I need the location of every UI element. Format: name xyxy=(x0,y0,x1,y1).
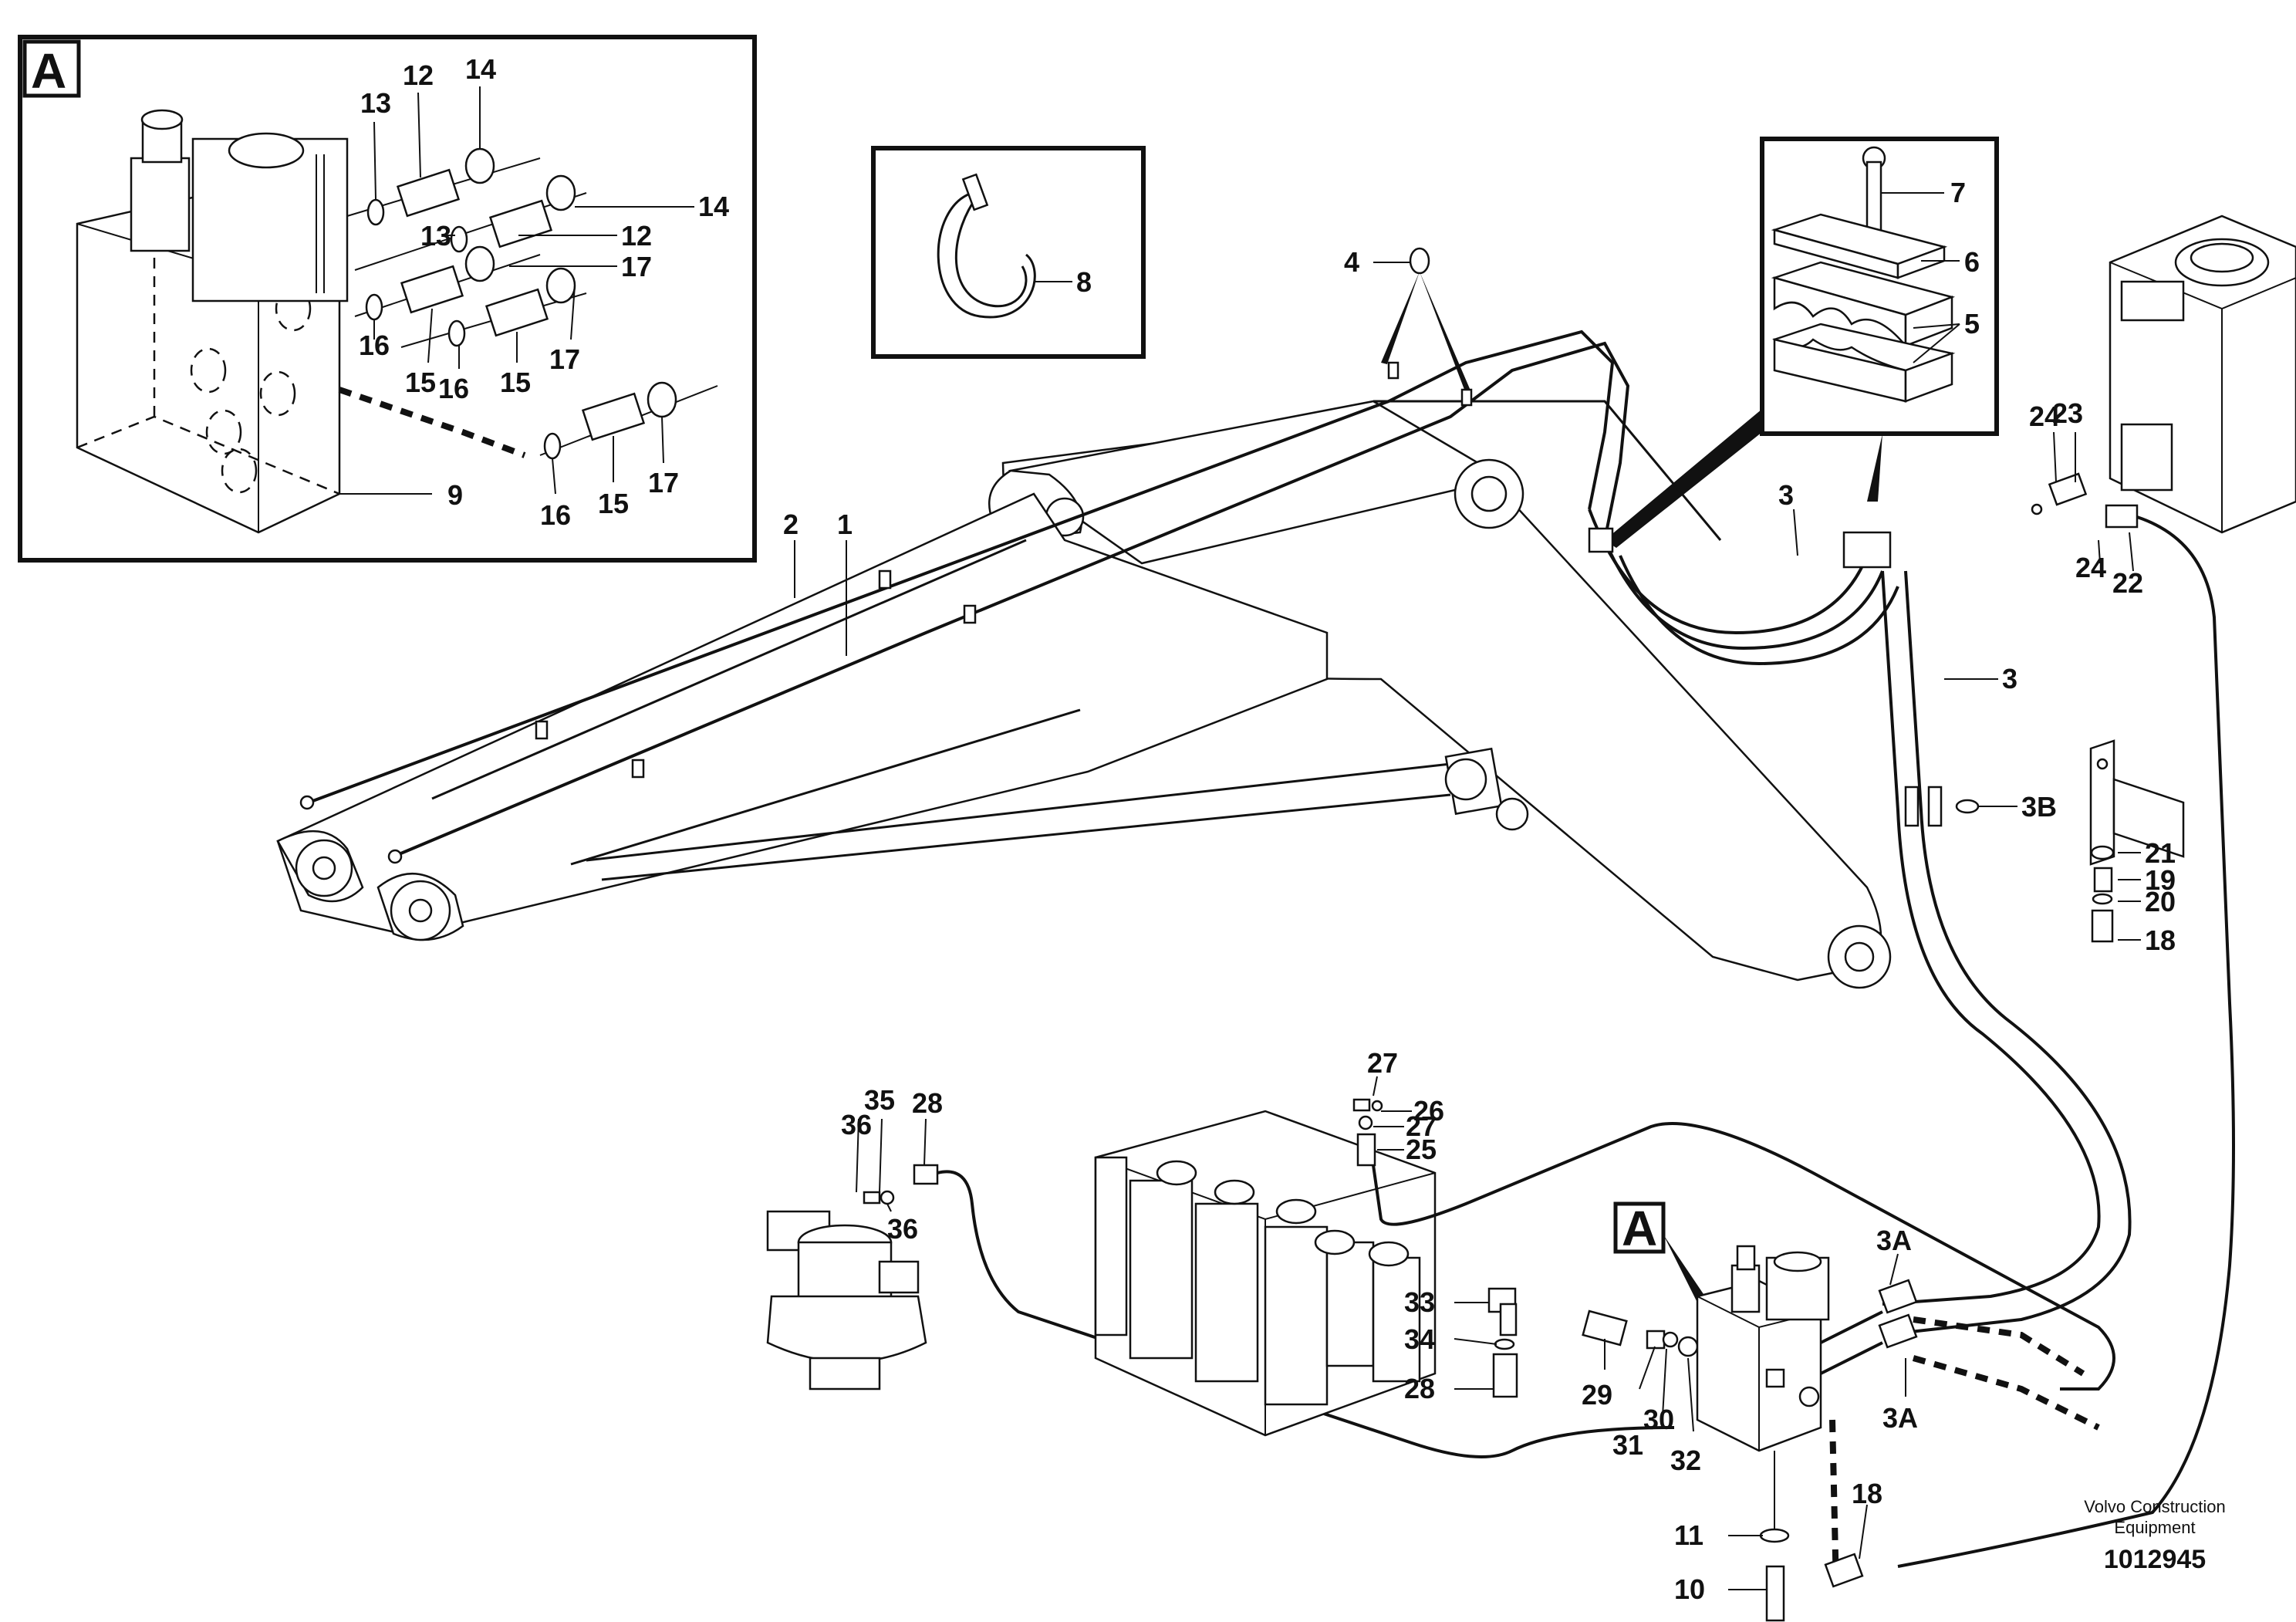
fittings-detail xyxy=(338,147,718,460)
callout-11: 11 xyxy=(1674,1519,1703,1551)
callout-18: 18 xyxy=(1852,1478,1882,1509)
detail-a-inset: A xyxy=(18,35,757,563)
callout-14: 14 xyxy=(465,53,496,85)
callout-22: 22 xyxy=(2112,567,2143,599)
callout-21: 21 xyxy=(2145,837,2176,869)
clamp-inset: 7 6 5 xyxy=(1605,137,1999,548)
callout-1: 1 xyxy=(837,509,853,540)
callout-31: 31 xyxy=(1612,1429,1643,1461)
callout-6: 6 xyxy=(1964,246,1980,278)
callout-15: 15 xyxy=(405,367,436,398)
callout-33: 33 xyxy=(1404,1286,1435,1318)
boom-arm-assembly xyxy=(276,400,1892,989)
callout-17: 17 xyxy=(621,251,652,282)
callout-28: 28 xyxy=(1404,1373,1435,1404)
bracket-fittings: 21 19 20 18 xyxy=(2089,739,2185,956)
footer-branding: Volvo Construction Equipment 1012945 xyxy=(2084,1497,2225,1574)
control-valve-bank: 27 26 27 25 xyxy=(1094,1047,2115,1437)
callout-12: 12 xyxy=(621,220,652,252)
callout-13: 13 xyxy=(420,220,451,252)
callout-24: 24 xyxy=(2029,400,2060,432)
callout-36: 36 xyxy=(841,1109,872,1140)
callout-20: 20 xyxy=(2145,886,2176,917)
callout-23: 23 xyxy=(2052,397,2083,429)
tank-fittings: 24 23 24 22 xyxy=(1897,397,2235,1568)
callout-15: 15 xyxy=(598,488,629,519)
callout-25: 25 xyxy=(1406,1134,1437,1165)
callout-3a-bottom: 3A xyxy=(1882,1402,1918,1434)
callout-36: 36 xyxy=(887,1213,918,1245)
callout-29: 29 xyxy=(1582,1379,1612,1411)
cable-tie-inset: 8 xyxy=(871,146,1146,359)
callout-28: 28 xyxy=(912,1087,943,1119)
callout-10: 10 xyxy=(1674,1573,1705,1605)
brand-line-2: Equipment xyxy=(2114,1518,2195,1537)
callout-15: 15 xyxy=(500,367,531,398)
callout-5: 5 xyxy=(1964,308,1980,340)
callout-3: 3 xyxy=(2002,663,2017,694)
hydraulic-lines xyxy=(299,247,2132,1336)
callout-17: 17 xyxy=(549,343,580,375)
hydraulic-tank xyxy=(2109,215,2296,534)
callout-16: 16 xyxy=(359,329,390,361)
callout-3a-top: 3A xyxy=(1876,1225,1912,1256)
callout-a-label: A xyxy=(1622,1201,1657,1256)
callout-18: 18 xyxy=(2145,924,2176,956)
callout-8: 8 xyxy=(1076,266,1092,298)
pressure-sensor-assembly: 36 35 28 36 xyxy=(766,1084,1675,1458)
detail-a-leaders xyxy=(339,86,694,495)
callout-3: 3 xyxy=(1778,479,1794,511)
callout-19: 19 xyxy=(2145,864,2176,896)
document-number: 1012945 xyxy=(2104,1545,2206,1574)
detail-a-label: A xyxy=(31,43,66,99)
callout-26: 26 xyxy=(1413,1095,1444,1127)
callout-16: 16 xyxy=(540,499,571,531)
callout-16: 16 xyxy=(438,373,469,404)
callout-27: 27 xyxy=(1406,1110,1437,1142)
callout-4: 4 xyxy=(1344,246,1359,278)
callout-9: 9 xyxy=(447,479,463,511)
brand-line-1: Volvo Construction xyxy=(2084,1497,2225,1516)
callout-3b: 3B xyxy=(2021,791,2057,823)
callout-14: 14 xyxy=(698,191,729,222)
callout-35: 35 xyxy=(864,1084,895,1116)
solenoid-valve-block: A 11 10 3A 3A 18 xyxy=(1613,1201,2100,1622)
callout-7: 7 xyxy=(1950,177,1966,208)
callout-34: 34 xyxy=(1404,1323,1435,1355)
callout-2: 2 xyxy=(783,509,799,540)
callout-27: 27 xyxy=(1367,1047,1398,1079)
callout-13: 13 xyxy=(360,87,391,119)
valve-port-fittings: 33 34 28 29 30 31 32 xyxy=(1404,1286,1701,1476)
valve-block-detail xyxy=(76,109,349,534)
callout-30: 30 xyxy=(1643,1404,1674,1435)
callout-17: 17 xyxy=(648,467,679,498)
callout-12: 12 xyxy=(403,59,434,91)
boom-callouts: 2 1 4 3 3 3B xyxy=(783,246,2057,823)
callout-24: 24 xyxy=(2075,552,2106,583)
callout-32: 32 xyxy=(1670,1445,1701,1476)
